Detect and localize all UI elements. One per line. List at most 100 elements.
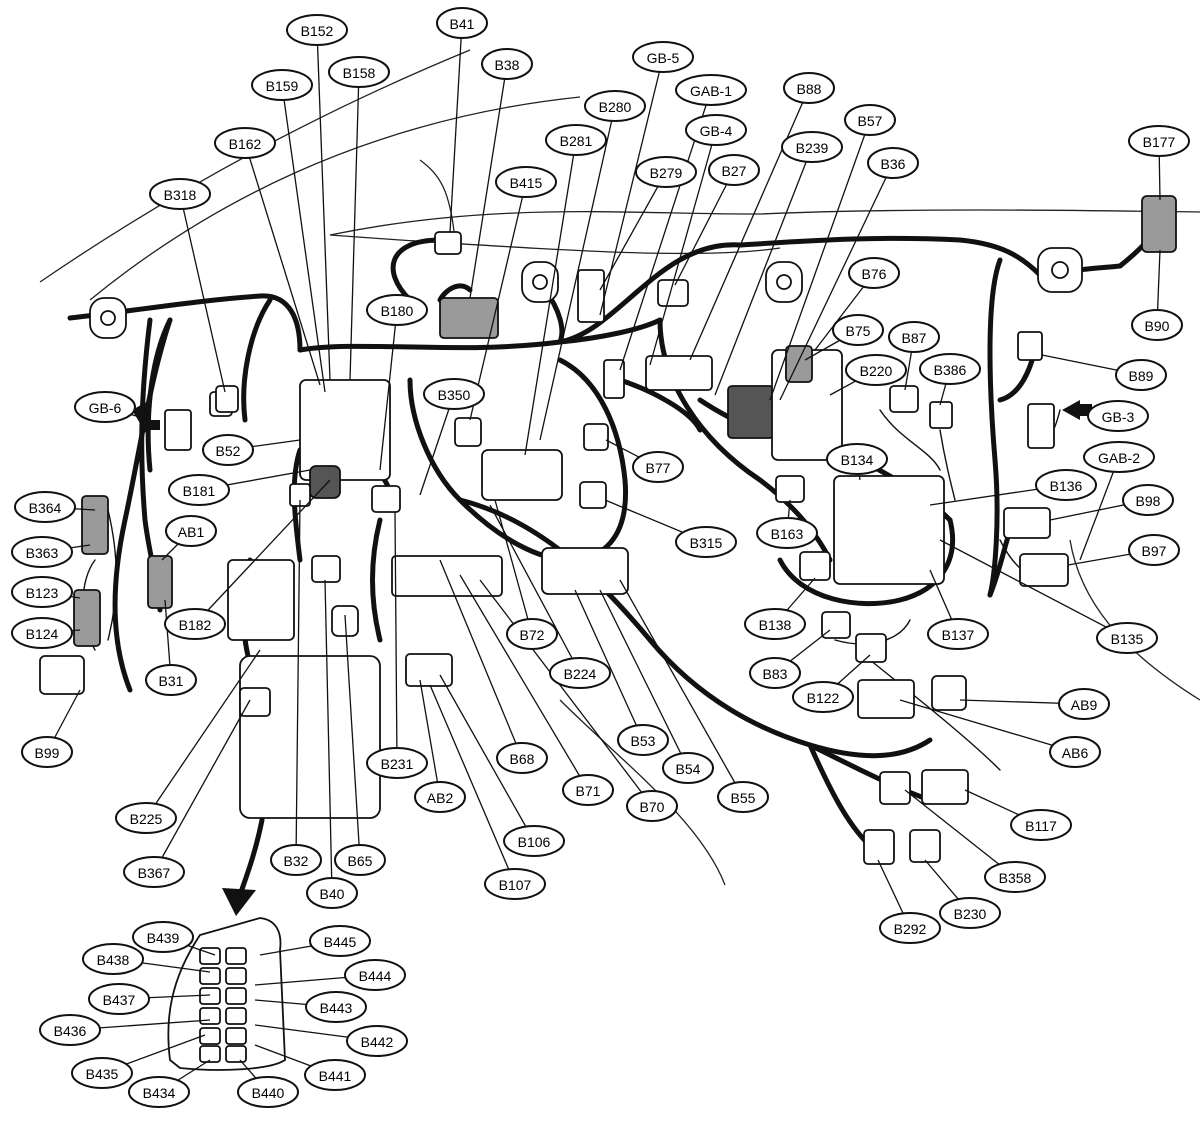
tag-b135: B135 <box>1096 622 1158 654</box>
tag-b445: B445 <box>309 925 371 957</box>
tag-ab1: AB1 <box>165 515 217 547</box>
tag-b220: B220 <box>845 354 907 386</box>
connector-junction-box <box>239 655 381 819</box>
leader-b55 <box>619 579 744 798</box>
tag-label-b68: B68 <box>510 751 535 767</box>
tag-label-gab-2: GAB-2 <box>1098 450 1140 466</box>
tag-b36: B36 <box>867 147 919 179</box>
tag-label-b83: B83 <box>763 666 788 682</box>
tag-b138: B138 <box>744 608 806 640</box>
connector-b122 <box>855 633 887 663</box>
arrow-to-detail <box>222 888 256 916</box>
tag-label-b99: B99 <box>35 745 60 761</box>
tag-ellipse-b99 <box>21 736 73 768</box>
leader-b36 <box>779 162 894 401</box>
tag-ellipse-b230 <box>939 897 1001 929</box>
tag-ellipse-b444 <box>344 959 406 991</box>
arrow-gb-6 <box>132 400 160 440</box>
tag-ellipse-b124 <box>11 617 73 649</box>
tag-label-b162: B162 <box>229 136 262 152</box>
leader-b54 <box>599 589 689 769</box>
tag-label-b136: B136 <box>1050 478 1083 494</box>
tag-b77: B77 <box>632 451 684 483</box>
tag-label-b163: B163 <box>771 526 804 542</box>
grommet-left <box>89 297 127 339</box>
tag-b443: B443 <box>305 991 367 1023</box>
tag-label-b358: B358 <box>999 870 1032 886</box>
tag-label-ab6: AB6 <box>1062 745 1089 761</box>
connector-b97 <box>1019 553 1069 587</box>
connector-gb-4 <box>603 359 625 399</box>
tag-ab2: AB2 <box>414 781 466 813</box>
tag-label-b434: B434 <box>143 1085 176 1101</box>
tag-ellipse-b159 <box>251 69 313 101</box>
leader-b41 <box>449 22 463 233</box>
tag-ellipse-b117 <box>1010 809 1072 841</box>
tag-b137: B137 <box>927 618 989 650</box>
tag-ellipse-b36 <box>867 147 919 179</box>
tag-label-b52: B52 <box>216 443 241 459</box>
connector-b163 <box>775 475 805 503</box>
connector-b358 <box>879 771 911 805</box>
tag-label-b122: B122 <box>807 690 840 706</box>
leader-b224 <box>489 504 581 674</box>
tag-ellipse-ab2 <box>414 781 466 813</box>
tag-b72: B72 <box>506 618 558 650</box>
tag-ellipse-ab1 <box>165 515 217 547</box>
tag-label-b444: B444 <box>359 968 392 984</box>
tag-ellipse-b442 <box>346 1025 408 1057</box>
grommets <box>89 247 1083 339</box>
tag-ellipse-b440 <box>237 1076 299 1108</box>
leader-b152 <box>316 29 331 381</box>
tag-label-b98: B98 <box>1136 493 1161 509</box>
tag-label-b220: B220 <box>860 363 893 379</box>
tag-label-b152: B152 <box>301 23 334 39</box>
connector-block-left <box>299 379 391 481</box>
tag-label-b224: B224 <box>564 666 597 682</box>
tag-ellipse-b318 <box>149 178 211 210</box>
tag-label-b239: B239 <box>796 140 829 156</box>
connector-ab1 <box>147 555 173 609</box>
tag-label-b27: B27 <box>722 163 747 179</box>
tag-label-b138: B138 <box>759 617 792 633</box>
tag-label-b31: B31 <box>159 673 184 689</box>
tag-ellipse-b152 <box>286 14 348 46</box>
leader-ab6 <box>899 699 1076 753</box>
leader-gab-2 <box>1079 456 1120 561</box>
leader-b350 <box>419 393 455 496</box>
leader-b107 <box>429 684 516 885</box>
tag-label-b158: B158 <box>343 65 376 81</box>
connector-ab9 <box>931 675 967 711</box>
tag-b65: B65 <box>334 844 386 876</box>
tag-gb-3: GB-3 <box>1087 400 1149 432</box>
tag-ellipse-gb-3 <box>1087 400 1149 432</box>
tag-label-b435: B435 <box>86 1066 119 1082</box>
tag-ellipse-b83 <box>749 657 801 689</box>
tag-b99: B99 <box>21 736 73 768</box>
tag-ellipse-b180 <box>366 294 428 326</box>
leader-b32 <box>295 499 301 861</box>
tag-label-gb-5: GB-5 <box>647 50 680 66</box>
leader-gb-4 <box>649 129 717 366</box>
connector-b52 <box>215 385 239 413</box>
tag-label-b117: B117 <box>1025 818 1057 834</box>
tag-b441: B441 <box>304 1059 366 1091</box>
tag-gab-2: GAB-2 <box>1083 441 1155 473</box>
connector-b231 <box>371 485 401 513</box>
tag-b358: B358 <box>984 861 1046 893</box>
tag-ellipse-b68 <box>496 742 548 774</box>
tag-b437: B437 <box>88 983 150 1015</box>
tag-b182: B182 <box>164 608 226 640</box>
connector-b364 <box>81 495 109 555</box>
grommet-right <box>1037 247 1083 293</box>
leader-b280 <box>539 105 616 441</box>
tag-b318: B318 <box>149 178 211 210</box>
tag-label-b106: B106 <box>518 834 551 850</box>
tag-ellipse-b443 <box>305 991 367 1023</box>
tag-ellipse-b55 <box>717 781 769 813</box>
tag-ellipse-b358 <box>984 861 1046 893</box>
tag-label-b315: B315 <box>690 535 723 551</box>
connector-gb-6 <box>164 409 192 451</box>
tag-ellipse-b438 <box>82 943 144 975</box>
arrows <box>132 400 1092 916</box>
